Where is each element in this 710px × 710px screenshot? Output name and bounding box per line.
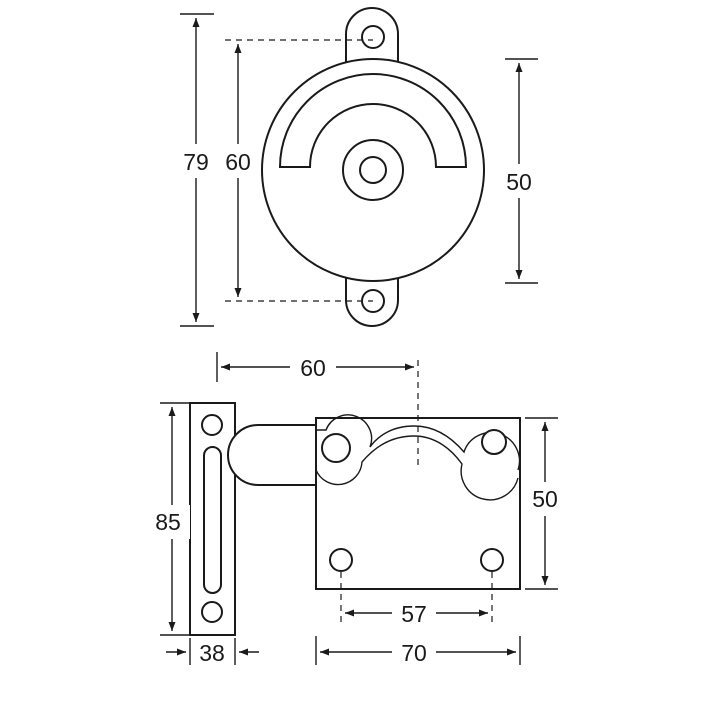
body-lower-left-hole [329, 548, 353, 572]
top-view: 79 60 50 [176, 7, 539, 327]
dim-label-plate-width: 38 [199, 640, 225, 666]
centre-hole [359, 156, 387, 184]
dim-label-overall-height: 79 [183, 149, 209, 175]
plate-bottom-hole [201, 601, 223, 623]
dim-label-body-width: 70 [401, 640, 427, 666]
cam-lower-edge [315, 435, 519, 501]
dim-label-disc-diameter: 50 [506, 169, 532, 195]
dim-label-body-height: 50 [532, 486, 558, 512]
body-upper-right-hole [481, 429, 507, 455]
arc-slot [278, 73, 468, 168]
body-lower-right-hole [480, 548, 504, 572]
plate-top-hole [201, 414, 223, 436]
latch-body [315, 417, 521, 590]
side-view: 60 85 50 57 38 70 [150, 352, 565, 667]
dim-label-hinge-offset: 60 [300, 355, 326, 381]
body-upper-left-hole [321, 433, 351, 463]
dim-label-lower-hole-spacing: 57 [401, 601, 427, 627]
hinge-arm [227, 424, 319, 486]
dim-label-plate-height: 85 [155, 509, 181, 535]
dim-label-hole-spacing: 60 [225, 149, 251, 175]
plate-vertical-slot [203, 446, 222, 594]
top-ear-hole [361, 25, 385, 49]
